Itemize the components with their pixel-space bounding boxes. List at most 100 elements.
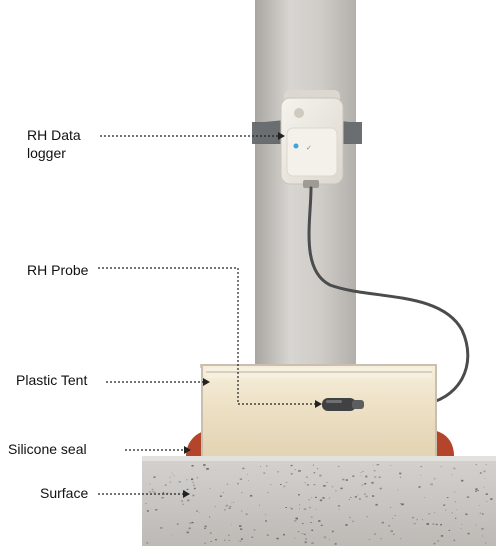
concrete-speckle (210, 541, 212, 542)
concrete-speckle (345, 479, 348, 481)
concrete-speckle (277, 471, 279, 473)
concrete-speckle (313, 472, 316, 474)
concrete-speckle (477, 490, 479, 492)
concrete-speckle (345, 524, 348, 526)
concrete-speckle (350, 496, 352, 498)
concrete-speckle (318, 520, 321, 522)
concrete-speckle (191, 478, 194, 481)
concrete-speckle (357, 494, 359, 496)
concrete-speckle (228, 539, 230, 541)
concrete-speckle (283, 533, 286, 536)
concrete-speckle (434, 512, 435, 513)
concrete-speckle (276, 537, 279, 540)
concrete-speckle (178, 481, 181, 483)
concrete-speckle (239, 478, 243, 480)
plastic-tent (201, 364, 437, 458)
concrete-speckle (169, 476, 171, 478)
concrete-speckle (331, 486, 334, 488)
concrete-speckle (428, 513, 431, 515)
concrete-speckle (455, 517, 457, 519)
concrete-speckle (180, 500, 184, 502)
concrete-speckle (299, 504, 301, 506)
concrete-speckle (456, 509, 458, 511)
concrete-speckle (310, 522, 312, 523)
concrete-speckle (331, 531, 334, 533)
concrete-speckle (186, 479, 188, 481)
concrete-speckle (228, 507, 231, 509)
concrete-speckle (204, 527, 206, 529)
concrete-speckle (371, 481, 374, 484)
concrete-speckle (373, 470, 376, 472)
concrete-speckle (290, 464, 293, 467)
concrete-speckle (301, 533, 304, 535)
concrete-speckle (433, 542, 436, 545)
concrete-speckle (451, 474, 453, 475)
label-surface: Surface (40, 485, 89, 501)
svg-text:✓: ✓ (306, 144, 312, 152)
concrete-speckle (316, 468, 319, 470)
concrete-speckle (412, 517, 414, 519)
concrete-speckle (184, 490, 186, 491)
concrete-speckle (224, 539, 226, 541)
concrete-speckle (465, 513, 468, 516)
concrete-speckle (290, 507, 292, 509)
concrete-speckle (203, 467, 205, 468)
concrete-speckle (186, 531, 189, 534)
concrete-speckle (240, 528, 243, 530)
concrete-speckle (245, 513, 248, 515)
concrete-speckle (342, 478, 345, 481)
concrete-speckle (413, 522, 416, 525)
concrete-speckle (231, 502, 233, 504)
concrete-speckle (335, 490, 337, 492)
concrete-speckle (485, 542, 487, 544)
concrete-speckle (359, 498, 361, 500)
concrete-speckle (328, 539, 330, 541)
concrete-speckle (151, 491, 153, 492)
concrete-speckle (204, 525, 207, 528)
concrete-speckle (392, 517, 394, 519)
concrete-speckle (266, 534, 269, 536)
concrete-speckle (481, 535, 484, 537)
concrete-speckle (285, 481, 288, 483)
concrete-speckle (219, 495, 222, 497)
concrete-speckle (149, 483, 151, 485)
concrete-speckle (294, 537, 296, 539)
concrete-speckle (251, 536, 254, 538)
concrete-speckle (313, 484, 316, 486)
concrete-speckle (171, 534, 173, 536)
concrete-speckle (187, 499, 190, 502)
concrete-speckle (475, 490, 478, 492)
concrete-speckle (424, 497, 426, 498)
concrete-speckle (490, 498, 493, 500)
concrete-surface (142, 456, 496, 546)
concrete-speckle (364, 483, 367, 485)
concrete-speckle (485, 493, 488, 495)
probe-cable (307, 186, 470, 407)
concrete-speckle (191, 521, 194, 524)
concrete-speckle (280, 484, 282, 485)
concrete-speckle (467, 532, 470, 535)
concrete-speckle (226, 483, 229, 485)
concrete-speckle (466, 496, 470, 498)
concrete-speckle (225, 504, 229, 507)
concrete-speckle (169, 481, 171, 483)
concrete-speckle (323, 536, 327, 539)
concrete-speckle (372, 495, 375, 497)
concrete-speckle (229, 505, 232, 508)
concrete-speckle (322, 497, 325, 499)
label-rh-probe: RH Probe (27, 262, 89, 278)
concrete-speckle (420, 474, 422, 476)
concrete-speckle (485, 464, 487, 466)
concrete-speckle (209, 516, 211, 518)
concrete-speckle (432, 523, 435, 525)
concrete-speckle (352, 475, 355, 477)
concrete-speckle (401, 503, 404, 506)
concrete-speckle (265, 514, 267, 516)
concrete-speckle (176, 523, 179, 525)
concrete-speckle (378, 476, 381, 478)
concrete-speckle (237, 540, 239, 542)
concrete-speckle (433, 478, 436, 480)
concrete-speckle (247, 480, 249, 481)
